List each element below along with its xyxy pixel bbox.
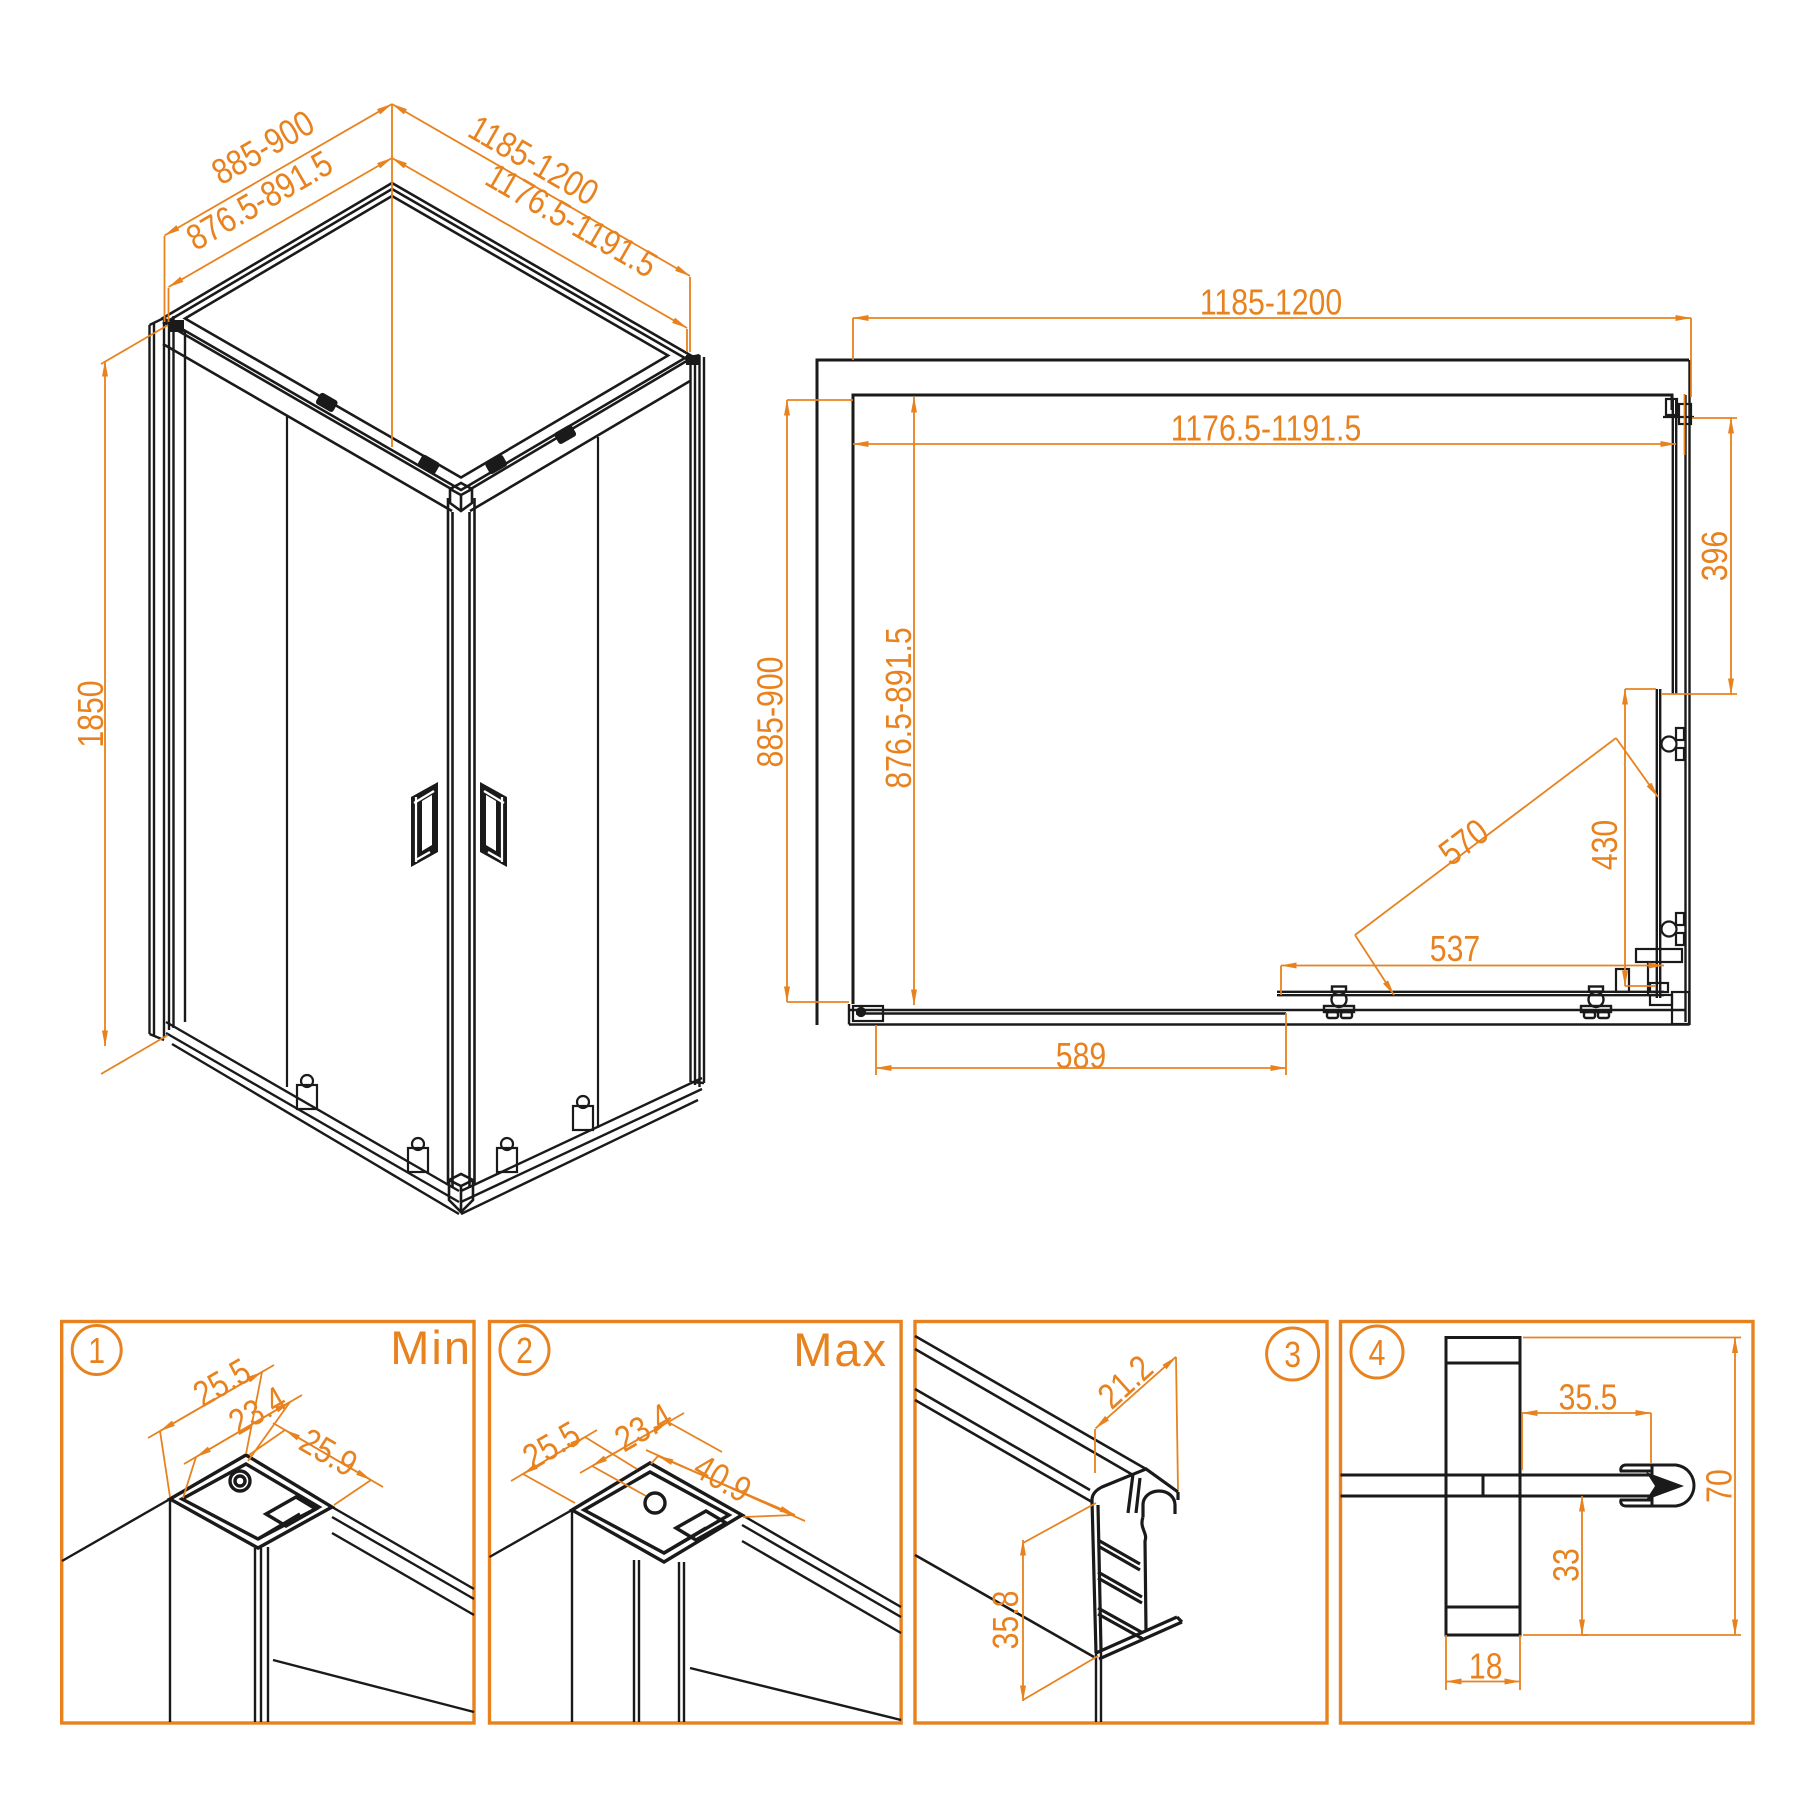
svg-text:3: 3 [1284, 1336, 1301, 1376]
svg-text:1850: 1850 [72, 680, 112, 747]
svg-text:25.5: 25.5 [516, 1414, 587, 1478]
svg-text:1: 1 [88, 1332, 105, 1372]
svg-text:4: 4 [1369, 1334, 1386, 1374]
svg-text:430: 430 [1586, 820, 1626, 870]
svg-text:33: 33 [1547, 1548, 1587, 1582]
svg-text:2: 2 [516, 1332, 533, 1372]
svg-text:396: 396 [1696, 531, 1736, 581]
svg-text:35.8: 35.8 [987, 1591, 1027, 1650]
svg-text:25.9: 25.9 [293, 1421, 364, 1485]
svg-text:1176.5-1191.5: 1176.5-1191.5 [1171, 409, 1362, 449]
svg-text:Max: Max [793, 1323, 888, 1376]
svg-text:70: 70 [1700, 1469, 1740, 1503]
svg-text:18: 18 [1469, 1647, 1503, 1687]
svg-text:537: 537 [1430, 930, 1480, 970]
svg-text:589: 589 [1056, 1037, 1106, 1077]
svg-text:570: 570 [1432, 812, 1496, 874]
svg-text:21.2: 21.2 [1091, 1348, 1162, 1417]
svg-text:35.5: 35.5 [1559, 1378, 1618, 1418]
svg-text:40.9: 40.9 [687, 1447, 758, 1511]
svg-text:885-900: 885-900 [751, 657, 791, 768]
svg-text:1185-1200: 1185-1200 [1200, 283, 1342, 323]
svg-text:876.5-891.5: 876.5-891.5 [880, 627, 920, 788]
svg-text:Min: Min [390, 1321, 472, 1374]
